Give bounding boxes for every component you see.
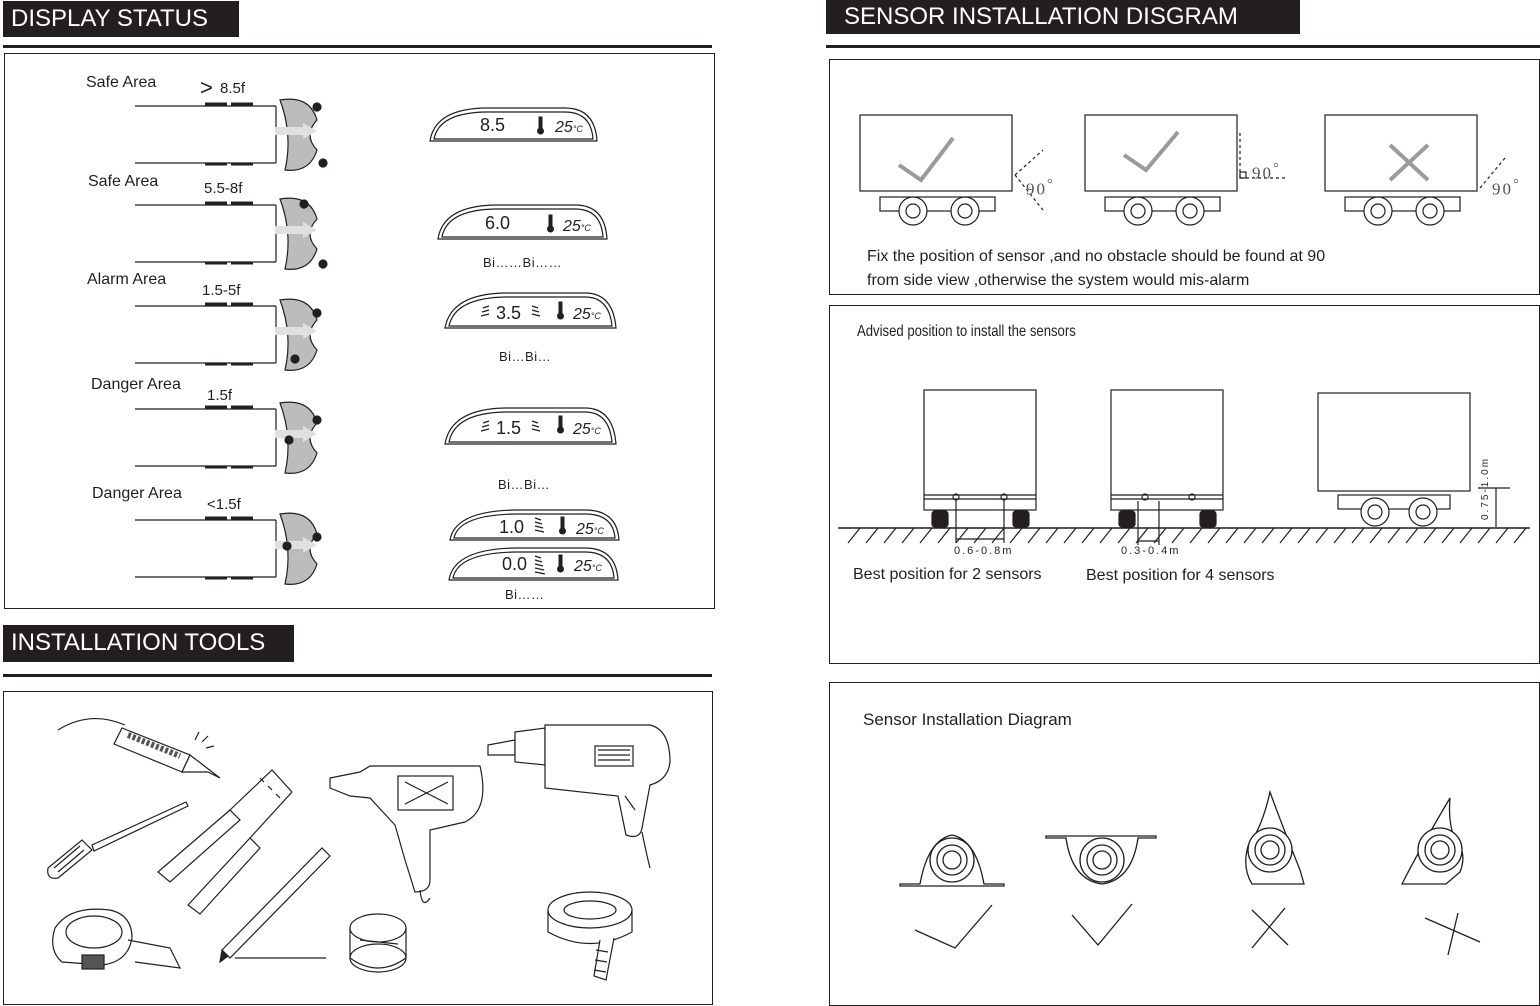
trailer-side-view xyxy=(859,114,1044,226)
sensor-installation-rule xyxy=(826,45,1540,48)
trailer-angle-diagrams xyxy=(859,114,1506,226)
bumper-row xyxy=(135,197,328,270)
trailer-side-view xyxy=(1324,114,1506,226)
bumper-row xyxy=(135,512,322,585)
caption-2-sensors: Best position for 2 sensors xyxy=(853,566,1042,583)
beep-label: Bi…Bi… xyxy=(499,349,552,364)
bumper-row xyxy=(135,298,322,371)
thermometer-icon xyxy=(537,116,566,573)
display-status-panel xyxy=(4,53,715,609)
sensor-mount-correct xyxy=(1045,835,1157,947)
lcd-reading: 1.0 xyxy=(499,517,525,537)
lcd-display-shapes xyxy=(429,107,620,581)
spacing-label-4-sensors: 0.3-0.4m xyxy=(1121,545,1181,557)
installation-tools-header: INSTALLATION TOOLS xyxy=(3,625,294,662)
lcd-temperature: 25°C xyxy=(573,306,601,323)
angle-label: 90° xyxy=(1492,176,1521,199)
display-status-header: DISPLAY STATUS xyxy=(3,1,239,37)
greater-than-sign: > xyxy=(200,75,213,100)
tools-illustration xyxy=(47,717,671,981)
trailer-side-view xyxy=(1317,392,1510,527)
trailer-side-view xyxy=(1084,114,1285,226)
distance-label: 1.5-5f xyxy=(202,282,241,299)
area-label: Alarm Area xyxy=(87,271,167,288)
area-label: Danger Area xyxy=(91,376,181,393)
lcd-reading: 0.0 xyxy=(502,554,528,574)
caption-4-sensors: Best position for 4 sensors xyxy=(1086,567,1275,584)
area-label: Danger Area xyxy=(92,485,182,502)
advised-position-diagram xyxy=(838,389,1530,545)
distance-label: <1.5f xyxy=(207,496,241,513)
lcd-temperature: 25°C xyxy=(576,521,604,538)
sensor-installation-title: SENSOR INSTALLATION DISGRAM xyxy=(844,3,1238,30)
angle-label: 90° xyxy=(1026,176,1055,199)
solder-spool-icon xyxy=(349,913,407,973)
lcd-temperature: 25°C xyxy=(574,558,602,575)
trailer-rear-view xyxy=(923,389,1037,543)
tape-measure-icon xyxy=(52,908,182,970)
installation-tools-title: INSTALLATION TOOLS xyxy=(11,629,266,656)
display-status-title: DISPLAY STATUS xyxy=(11,5,208,32)
beep-label: Bi…… xyxy=(505,587,545,602)
sensor-diagram-title: Sensor Installation Diagram xyxy=(863,710,1072,729)
sensor-mount-wrong xyxy=(1400,797,1481,956)
angle-caption-line-1: Fix the position of sensor ,and no obsta… xyxy=(867,248,1326,265)
lcd-reading: 1.5 xyxy=(496,418,522,438)
installation-tools-rule xyxy=(3,674,712,677)
bumper-row xyxy=(135,98,328,171)
lcd-reading: 3.5 xyxy=(496,303,522,323)
advised-position-title: Advised position to install the sensors xyxy=(857,323,1076,340)
area-label: Safe Area xyxy=(86,74,157,91)
distance-label: 5.5-8f xyxy=(204,180,243,197)
pencil-icon xyxy=(219,847,331,964)
sensor-mount-wrong xyxy=(1245,789,1305,949)
display-status-rule xyxy=(3,45,712,48)
car-bumper-diagrams xyxy=(135,98,328,585)
area-label: Safe Area xyxy=(88,173,159,190)
angle-label: 90° xyxy=(1252,160,1281,183)
screwdriver-icon xyxy=(47,801,189,879)
trailer-rear-view xyxy=(1110,389,1224,545)
sensor-mount-diagrams xyxy=(899,789,1481,956)
beep-label: Bi…Bi… xyxy=(498,477,551,492)
insulating-tape-icon xyxy=(547,891,633,981)
lcd-temperature: 25°C xyxy=(555,119,583,136)
installation-tools-panel xyxy=(3,691,713,1005)
spacing-label-2-sensors: 0.6-0.8m xyxy=(954,545,1014,557)
beep-label: Bi……Bi…… xyxy=(483,255,563,270)
height-label: 0.75-1.0m xyxy=(1480,456,1491,520)
lcd-temperature: 25°C xyxy=(573,421,601,438)
lcd-reading: 6.0 xyxy=(485,213,511,233)
sensor-mount-correct xyxy=(899,834,1005,949)
wire-stripper-icon xyxy=(157,769,293,915)
distance-label: 1.5f xyxy=(207,387,233,404)
sensor-installation-header: SENSOR INSTALLATION DISGRAM xyxy=(826,0,1300,34)
bumper-row xyxy=(135,401,322,474)
soldering-iron-icon xyxy=(57,717,221,779)
lcd-temperature: 25°C xyxy=(563,218,591,235)
electric-drill-icon xyxy=(487,724,671,869)
signal-bars-icon xyxy=(480,305,546,575)
distance-label: 8.5f xyxy=(220,80,246,97)
angle-caption-line-2: from side view ,otherwise the system wou… xyxy=(867,272,1250,289)
glue-gun-icon xyxy=(329,765,484,904)
lcd-reading: 8.5 xyxy=(480,115,506,135)
